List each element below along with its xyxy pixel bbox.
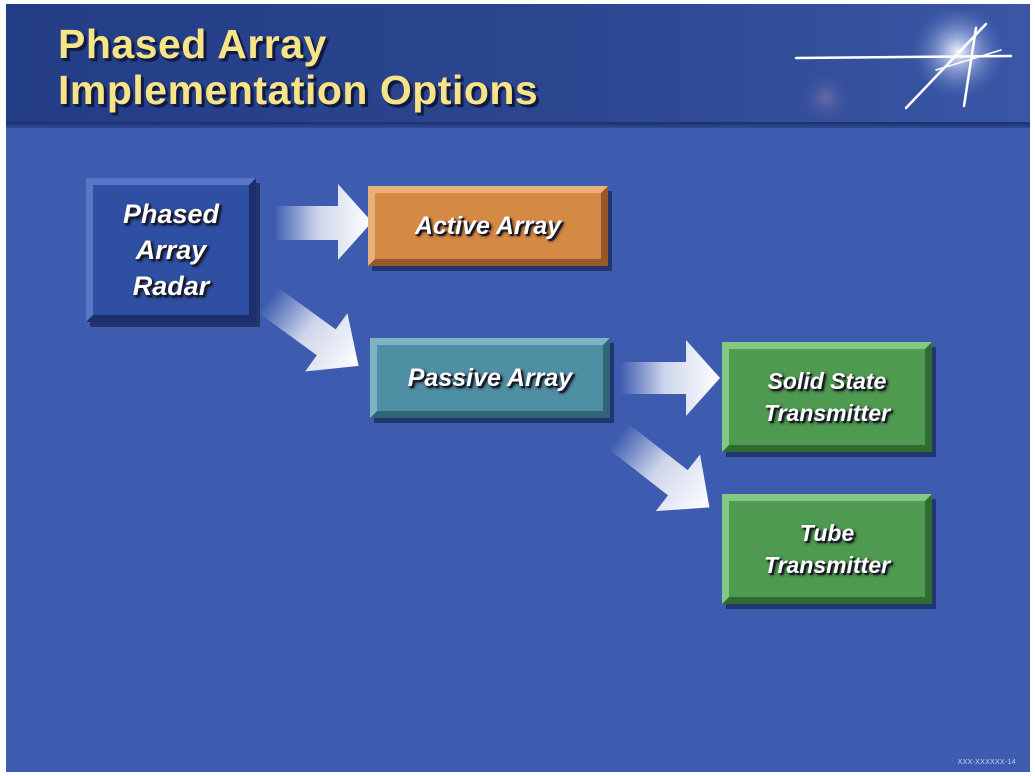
title-line-1: Phased Array	[58, 21, 327, 67]
node-phased-array-radar: Phased Array Radar	[86, 178, 256, 322]
title-divider	[6, 122, 1030, 128]
node-solid-line-2: Transmitter	[763, 400, 891, 426]
node-solid-state-transmitter: Solid State Transmitter	[722, 342, 932, 452]
arrow-radar-to-passive	[258, 287, 359, 372]
node-tube-transmitter: Tube Transmitter	[722, 494, 932, 604]
slide-reference-code: XXX-XXXXXX-14	[957, 759, 1016, 766]
node-tube-line-1: Tube	[799, 520, 855, 546]
arrow-passive-to-solid-state	[620, 340, 720, 416]
node-active-array: Active Array	[368, 186, 608, 266]
node-radar-line-1: Phased	[122, 199, 220, 229]
arrow-passive-to-tube	[608, 423, 710, 512]
node-radar-line-2: Array	[135, 235, 207, 265]
node-radar-line-3: Radar	[132, 271, 210, 301]
star-streak-logo-icon	[794, 10, 1013, 120]
node-solid-line-1: Solid State	[767, 368, 887, 394]
node-tube-line-2: Transmitter	[763, 552, 891, 578]
connector-arrows	[258, 184, 720, 512]
node-passive-label: Passive Array	[407, 363, 573, 392]
slide: Phased Array Implementation Options	[6, 4, 1030, 772]
title-line-2: Implementation Options	[58, 67, 539, 113]
node-active-label: Active Array	[414, 211, 562, 240]
title-bar: Phased Array Implementation Options	[6, 4, 1030, 122]
arrow-radar-to-active	[274, 184, 372, 260]
node-passive-array: Passive Array	[370, 338, 610, 418]
